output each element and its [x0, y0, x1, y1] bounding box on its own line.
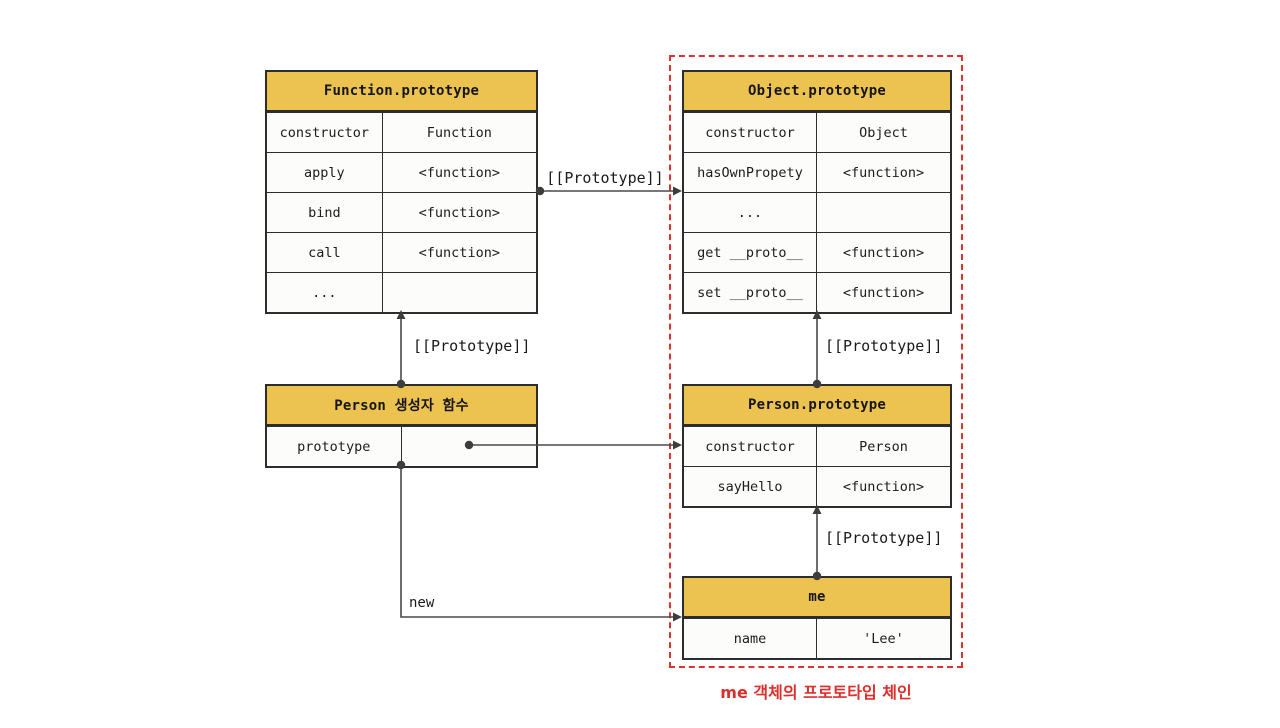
- table-row: constructor Object: [684, 112, 950, 152]
- table-person-prototype: Person.prototype constructor Person sayH…: [682, 384, 952, 508]
- table-person-prototype-title: Person.prototype: [684, 386, 950, 426]
- cell-key: ...: [267, 273, 383, 312]
- table-me: me name 'Lee': [682, 576, 952, 660]
- table-person-constructor-title: Person 생성자 함수: [267, 386, 536, 426]
- cell-value: <function>: [842, 164, 925, 181]
- table-object-prototype: Object.prototype constructor Object hasO…: [682, 70, 952, 314]
- cell-value: [817, 193, 950, 232]
- table-person-constructor: Person 생성자 함수 prototype: [265, 384, 538, 468]
- arrow-function-to-object-prototype: [535, 186, 682, 196]
- prototype-chain-dashed-box: [669, 55, 963, 668]
- cell-value: Object: [859, 124, 908, 141]
- table-row: bind <function>: [267, 192, 536, 232]
- cell-value: <function>: [842, 244, 925, 261]
- table-row: name 'Lee': [684, 618, 950, 658]
- cell-key: sayHello: [684, 467, 817, 506]
- label-new-operator: new: [409, 595, 435, 611]
- table-row: ...: [684, 192, 950, 232]
- table-row: sayHello <function>: [684, 466, 950, 506]
- cell-key: apply: [267, 153, 383, 192]
- cell-value: <function>: [418, 164, 500, 181]
- cell-key: constructor: [684, 113, 817, 152]
- cell-value: <function>: [842, 284, 925, 301]
- cell-key: get __proto__: [684, 233, 817, 272]
- cell-key: prototype: [267, 427, 402, 466]
- cell-value: <function>: [418, 244, 500, 261]
- label-prototype-link-function-object: [[Prototype]]: [546, 169, 664, 187]
- table-row: constructor Function: [267, 112, 536, 152]
- table-row: prototype: [267, 426, 536, 466]
- table-object-prototype-title: Object.prototype: [684, 72, 950, 112]
- arrow-person-to-function-prototype: [396, 310, 406, 389]
- cell-value: <function>: [842, 478, 925, 495]
- label-prototype-link-person-function: [[Prototype]]: [413, 337, 531, 355]
- cell-key: set __proto__: [684, 273, 817, 312]
- cell-key: constructor: [267, 113, 383, 152]
- table-function-prototype: Function.prototype constructor Function …: [265, 70, 538, 314]
- label-prototype-link-personproto-object: [[Prototype]]: [825, 337, 943, 355]
- cell-value: Person: [859, 438, 908, 455]
- table-row: hasOwnPropety <function>: [684, 152, 950, 192]
- cell-key: constructor: [684, 427, 817, 466]
- table-function-prototype-title: Function.prototype: [267, 72, 536, 112]
- cell-key: hasOwnPropety: [684, 153, 817, 192]
- cell-key: name: [684, 619, 817, 658]
- table-row: set __proto__ <function>: [684, 272, 950, 312]
- table-row: call <function>: [267, 232, 536, 272]
- cell-key: bind: [267, 193, 383, 232]
- table-row: get __proto__ <function>: [684, 232, 950, 272]
- label-prototype-link-me-personproto: [[Prototype]]: [825, 529, 943, 547]
- table-row: ...: [267, 272, 536, 312]
- prototype-chain-caption: me 객체의 프로토타입 체인: [720, 683, 912, 702]
- arrow-new-person-to-me: [396, 460, 682, 622]
- table-row: constructor Person: [684, 426, 950, 466]
- cell-value: [402, 427, 537, 466]
- cell-value: 'Lee': [863, 630, 904, 647]
- cell-value: Function: [426, 124, 492, 141]
- table-row: apply <function>: [267, 152, 536, 192]
- cell-value: [383, 273, 536, 312]
- cell-value: <function>: [418, 204, 500, 221]
- table-me-title: me: [684, 578, 950, 618]
- cell-key: ...: [684, 193, 817, 232]
- cell-key: call: [267, 233, 383, 272]
